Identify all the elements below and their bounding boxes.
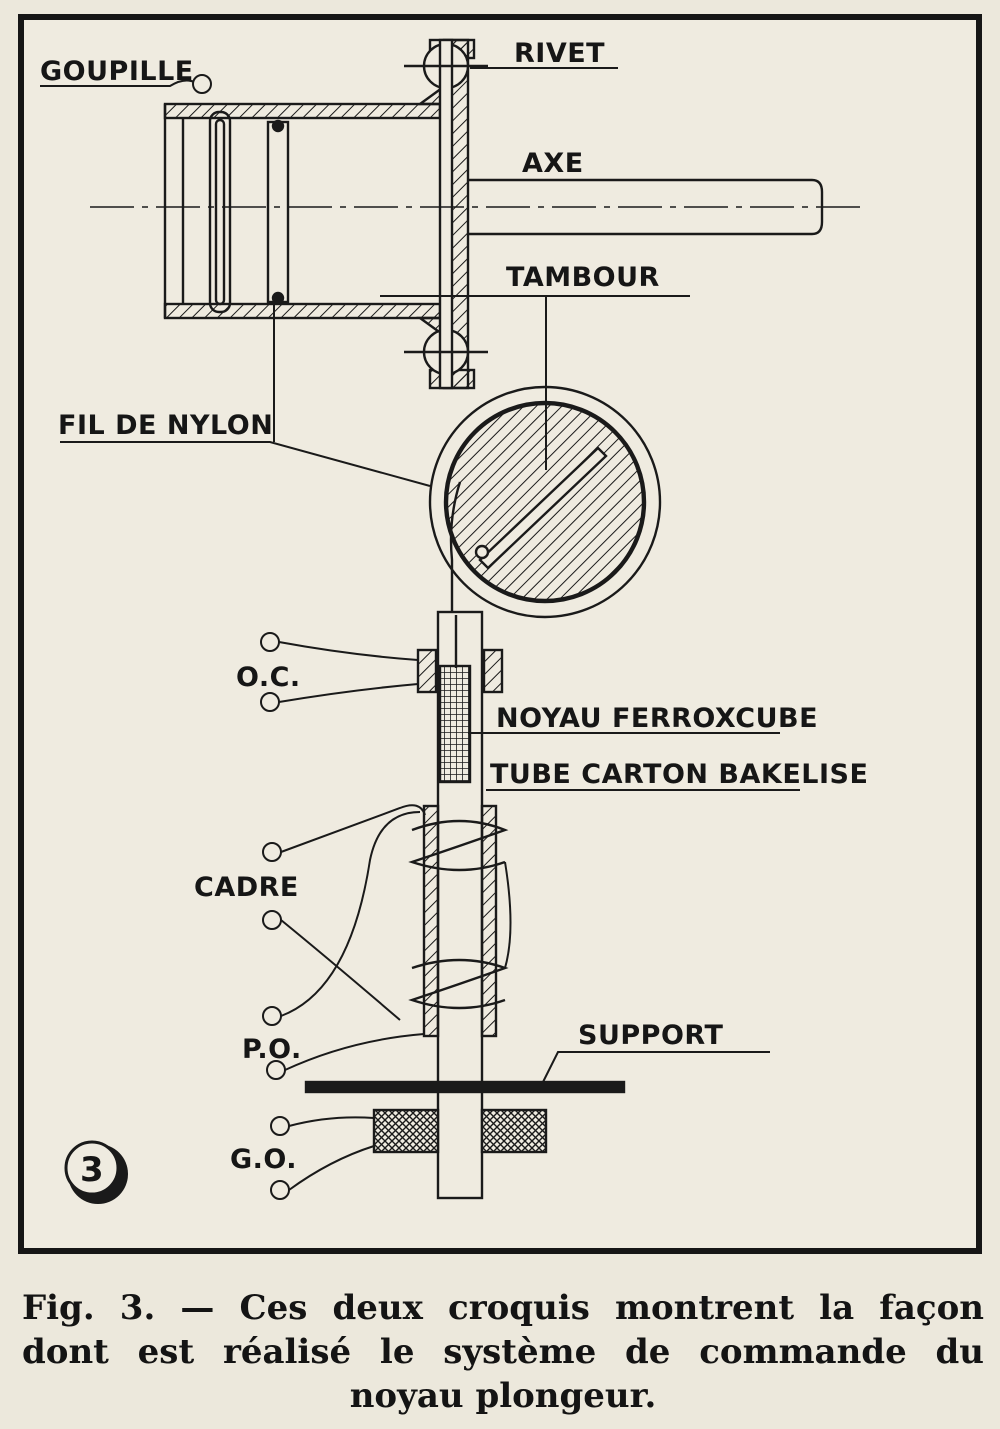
label-fil-de-nylon: FIL DE NYLON (58, 410, 273, 441)
caption-line-1: Fig. 3. — Ces deux croquis montrent la f… (22, 1288, 984, 1328)
label-tambour: TAMBOUR (506, 262, 660, 293)
caption-line-2: dont est réalisé le système de commande … (22, 1332, 984, 1372)
label-oc: O.C. (236, 662, 301, 693)
drum-side-view (90, 38, 860, 390)
label-tube-carton: TUBE CARTON BAKELISE (490, 759, 868, 790)
label-axe: AXE (522, 148, 584, 179)
label-support: SUPPORT (578, 1020, 723, 1051)
coil-assembly (304, 610, 626, 1200)
label-po: P.O. (242, 1034, 302, 1065)
figure-number-badge: 3 (64, 1140, 128, 1204)
terminal-wires (260, 632, 512, 1200)
figure-caption: Fig. 3. — Ces deux croquis montrent la f… (22, 1286, 984, 1418)
label-cadre: CADRE (194, 872, 299, 903)
figure-number: 3 (80, 1150, 104, 1190)
drum-front-view (428, 385, 662, 619)
label-rivet: RIVET (514, 38, 605, 69)
mechanism-diagram: GOUPILLE RIVET AXE TAMBOUR FIL DE NYLON … (40, 38, 868, 1204)
label-go: G.O. (230, 1144, 297, 1175)
caption-line-3: noyau plongeur. (349, 1376, 657, 1416)
label-noyau-ferroxcube: NOYAU FERROXCUBE (496, 703, 818, 734)
label-goupille: GOUPILLE (40, 56, 194, 87)
leader-lines (40, 67, 800, 1085)
